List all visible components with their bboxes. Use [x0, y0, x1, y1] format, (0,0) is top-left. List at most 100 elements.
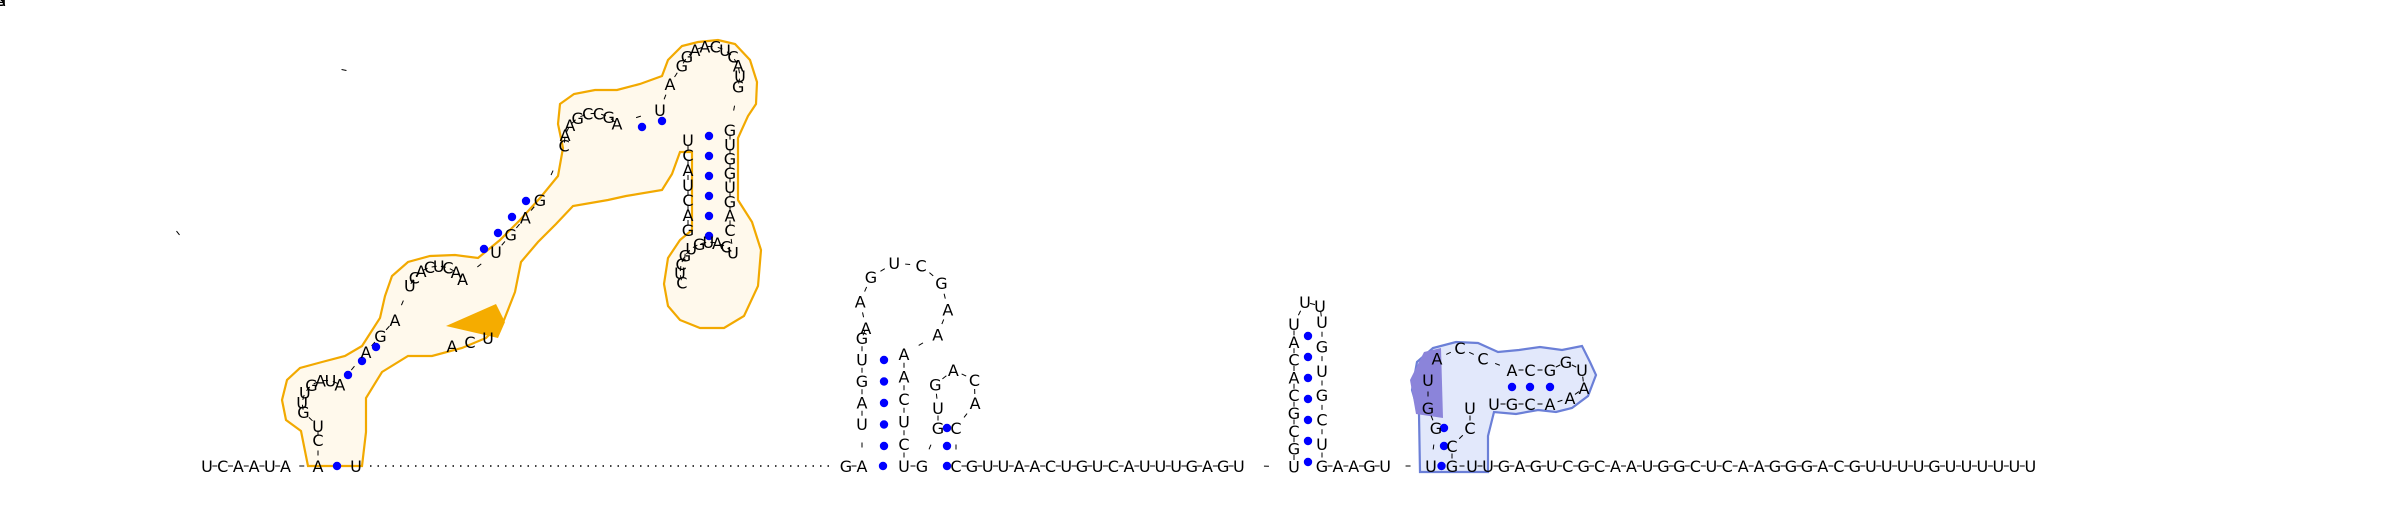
- hairpin1-highlight-base-1: A: [447, 337, 458, 356]
- nucleotide-120: U: [1139, 457, 1151, 476]
- nucleotide-190: G: [1769, 457, 1781, 476]
- backbone-link-68: [684, 253, 686, 259]
- backbone-link-99: [918, 342, 924, 346]
- nucleotide-164: U: [1576, 361, 1588, 380]
- nucleotide-167: A: [1545, 395, 1556, 414]
- nucleotide-29: A: [520, 208, 531, 227]
- nucleotide-128: G: [1288, 440, 1300, 459]
- backbone-link-86: [862, 312, 865, 318]
- nucleotide-196: U: [1865, 457, 1877, 476]
- nucleotide-126: U: [1233, 457, 1245, 476]
- nucleotide-203: U: [1977, 457, 1989, 476]
- nucleotide-168: C: [1524, 395, 1535, 414]
- base-pair-dot-9: [637, 122, 647, 132]
- base-pair-dot-16: [704, 231, 714, 241]
- nucleotide-10: U: [296, 393, 308, 412]
- backbone-link-47: [733, 58, 738, 64]
- nucleotide-185: C: [1690, 457, 1701, 476]
- backbone-link-38: [635, 115, 642, 119]
- nucleotide-4: A: [249, 457, 260, 476]
- nucleotide-202: U: [1961, 457, 1973, 476]
- nucleotide-147: G: [1363, 457, 1375, 476]
- backbone-link-45: [717, 46, 723, 50]
- backbone-link-87: [864, 286, 868, 292]
- nucleotide-121: U: [1155, 457, 1167, 476]
- nucleotide-160: A: [1507, 361, 1518, 380]
- backbone-link-42: [688, 51, 694, 56]
- nucleotide-97: U: [898, 413, 910, 432]
- nucleotide-58: C: [724, 221, 735, 240]
- nucleotide-104: A: [948, 361, 959, 380]
- backbone-link-144: [1320, 311, 1322, 317]
- backbone-link-67: [679, 275, 682, 281]
- nucleotide-170: U: [1488, 395, 1500, 414]
- backbone-link-12: [313, 381, 319, 385]
- nucleotide-206: U: [2024, 457, 2036, 476]
- nucleotide-69: G: [682, 221, 694, 240]
- nucleotide-27: U: [490, 243, 502, 262]
- nucleotide-205: U: [2008, 457, 2020, 476]
- nucleotide-187: C: [1722, 457, 1733, 476]
- nucleotide-8: U: [312, 417, 324, 436]
- nucleotide-81: U: [856, 415, 868, 434]
- base-pair-dots-layer: [332, 116, 1555, 471]
- base-pair-dot-14: [704, 191, 714, 201]
- nucleotide-132: A: [1289, 368, 1300, 387]
- base-pair-dot-5: [479, 244, 489, 254]
- nucleotide-169: G: [1506, 395, 1518, 414]
- nucleotide-44: A: [699, 38, 710, 57]
- nucleotide-148: U: [1379, 457, 1391, 476]
- nucleotide-40: A: [665, 75, 676, 94]
- nucleotide-100: G: [916, 457, 928, 476]
- nucleotide-135: U: [1288, 315, 1300, 334]
- nucleotide-41: G: [676, 57, 688, 76]
- base-pair-dot-12: [704, 151, 714, 161]
- nucleotide-114: C: [1045, 457, 1056, 476]
- nucleotide-119: A: [1124, 457, 1135, 476]
- nucleotide-201: U: [1945, 457, 1957, 476]
- nucleotide-181: A: [1626, 457, 1637, 476]
- base-pair-dot-32: [1303, 457, 1313, 467]
- backbone-link-92: [941, 319, 945, 325]
- nucleotide-184: G: [1673, 457, 1685, 476]
- nucleotide-130: G: [1288, 404, 1300, 423]
- nucleotide-35: C: [582, 105, 593, 124]
- nucleotide-107: C: [950, 419, 961, 438]
- nucleotide-110: U: [982, 457, 994, 476]
- nucleotide-179: C: [1594, 457, 1605, 476]
- nucleotide-82: A: [857, 394, 868, 413]
- nucleotide-127: U: [1288, 457, 1300, 476]
- backbone-link-64: [686, 249, 691, 255]
- nucleotide-159: C: [1477, 350, 1488, 369]
- backbone-link-75: [341, 69, 347, 71]
- nucleotide-108: C: [950, 457, 961, 476]
- nucleotide-115: U: [1060, 457, 1072, 476]
- nucleotide-182: U: [1642, 457, 1654, 476]
- backbone-link-149: [1432, 444, 1435, 450]
- nucleotide-47: C: [727, 48, 738, 67]
- base-pair-dot-11: [704, 131, 714, 141]
- nucleotide-153: G: [1446, 457, 1458, 476]
- nucleotide-34: G: [571, 109, 583, 128]
- base-pair-dot-17: [879, 355, 889, 365]
- nucleotide-76: G: [0, 0, 6, 10]
- base-pair-dot-29: [1303, 394, 1313, 404]
- base-pair-dot-7: [507, 212, 517, 222]
- nucleotide-84: U: [856, 351, 868, 370]
- backbone-link-28: [516, 223, 520, 229]
- nucleotide-57: A: [725, 207, 736, 226]
- nucleotide-12: G: [305, 376, 317, 395]
- nucleotide-175: G: [1530, 457, 1542, 476]
- backbone-link-163: [1574, 391, 1580, 395]
- base-pair-dot-31: [1303, 436, 1313, 446]
- nucleotide-162: G: [1544, 361, 1556, 380]
- backbone-link-24: [449, 268, 455, 272]
- base-pair-dot-4: [371, 342, 381, 352]
- base-pair-dot-38: [1437, 461, 1446, 471]
- nucleotide-155: C: [1464, 419, 1475, 438]
- backbone-link-104: [961, 373, 967, 377]
- backbone-link-160: [1555, 364, 1561, 368]
- backbone-link-9: [301, 404, 304, 410]
- nucleotide-32: A: [560, 126, 571, 145]
